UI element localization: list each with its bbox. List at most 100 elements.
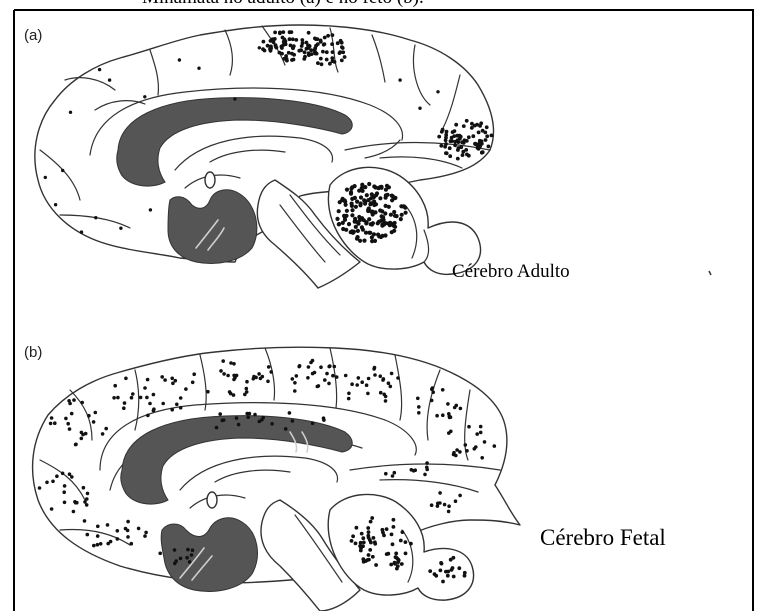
lesion-dot	[219, 369, 223, 373]
lesion-dot	[341, 227, 345, 231]
lesion-dot	[316, 61, 320, 65]
lesion-dot	[471, 134, 475, 138]
lesion-dot	[92, 420, 96, 424]
lesion-dot	[143, 386, 147, 390]
lesion-dot	[418, 107, 421, 110]
lesion-dot	[303, 55, 307, 59]
lesion-dot	[446, 402, 450, 406]
lesion-dot	[146, 378, 150, 382]
lesion-dot	[190, 553, 194, 557]
lesion-dot	[274, 45, 278, 49]
lesion-dot	[349, 190, 353, 194]
lesion-dot	[369, 541, 373, 545]
lesion-dot	[390, 194, 394, 198]
lesion-dot	[353, 184, 357, 188]
lesion-dot	[343, 198, 347, 202]
lesion-dot	[229, 361, 233, 365]
lesion-dot	[367, 530, 371, 534]
lesion-dot	[389, 385, 393, 389]
lesion-dot	[475, 432, 479, 436]
lesion-dot	[226, 374, 230, 378]
lesion-dot	[379, 391, 383, 395]
lesion-dot	[307, 51, 311, 55]
lesion-dot	[430, 399, 434, 403]
lesion-dot	[376, 186, 380, 190]
lesion-dot	[261, 47, 265, 51]
lesion-dot	[385, 552, 389, 556]
lesion-dot	[393, 196, 397, 200]
lesion-dot	[178, 58, 181, 61]
lesion-dot	[271, 37, 275, 41]
lesion-dot	[441, 413, 445, 417]
panel-a-label: Cérebro Adulto	[452, 261, 570, 282]
lesion-dot	[101, 432, 105, 436]
lesion-dot	[401, 530, 405, 534]
lesion-dot	[440, 562, 444, 566]
lesion-dot	[326, 34, 330, 38]
lesion-dot	[392, 210, 396, 214]
lesion-dot	[487, 145, 491, 149]
lesion-dot	[454, 454, 458, 458]
stray-mark	[709, 271, 711, 275]
lesion-dot	[280, 46, 284, 50]
lesion-dot	[350, 382, 354, 386]
lesion-dot	[258, 420, 262, 424]
lesion-dot	[399, 539, 403, 543]
lesion-dot	[353, 219, 357, 223]
lesion-dot	[390, 230, 394, 234]
lesion-dot	[152, 393, 156, 397]
lesion-dot	[69, 111, 72, 114]
lesion-dot	[146, 414, 150, 418]
lesion-dot	[479, 425, 483, 429]
lesion-dot	[446, 570, 450, 574]
lesion-dot	[380, 234, 384, 238]
lesion-dot	[458, 494, 462, 498]
lesion-dot	[281, 36, 285, 40]
lesion-dot	[382, 377, 386, 381]
lesion-dot	[436, 504, 440, 508]
lesion-dot	[314, 37, 318, 41]
lesion-dot	[300, 44, 304, 48]
lesion-dot	[345, 209, 349, 213]
lesion-dot	[359, 541, 363, 545]
lesion-dot	[403, 206, 407, 210]
lesion-dot	[392, 525, 396, 529]
lesion-dot	[483, 440, 487, 444]
lesion-dot	[80, 230, 83, 233]
lesion-dot	[280, 52, 284, 56]
lesion-dot	[124, 527, 128, 531]
lesion-dot	[453, 129, 457, 133]
lesion-dot	[307, 31, 311, 35]
lesion-dot	[339, 39, 343, 43]
lesion-dot	[325, 372, 329, 376]
lesion-dot	[455, 134, 459, 138]
lesion-dot	[323, 36, 327, 40]
lesion-dot	[430, 387, 434, 391]
lesion-dot	[235, 416, 239, 420]
lesion-dot	[410, 468, 414, 472]
lesion-dot	[122, 406, 126, 410]
lesion-dot	[416, 397, 420, 401]
lesion-dot	[269, 45, 273, 49]
lesion-dot	[51, 480, 55, 484]
lesion-dot	[206, 390, 210, 394]
lesion-dot	[392, 518, 396, 522]
lesion-dot	[303, 50, 307, 54]
lesion-dot	[63, 484, 67, 488]
lesion-dot	[347, 392, 351, 396]
lesion-dot	[119, 227, 122, 230]
lesion-dot	[327, 365, 331, 369]
lesion-dot	[456, 157, 460, 161]
lesion-dot	[449, 139, 453, 143]
lesion-dot	[396, 376, 400, 380]
lesion-dot	[367, 377, 371, 381]
lesion-dot	[229, 392, 233, 396]
lesion-dot	[353, 196, 357, 200]
lesion-dot	[425, 461, 429, 465]
lesion-dot	[330, 42, 334, 46]
lesion-dot	[218, 412, 222, 416]
lesion-dot	[293, 389, 297, 393]
lesion-dot	[458, 450, 462, 454]
fetal-cerebellum	[161, 518, 257, 592]
lesion-dot	[291, 377, 295, 381]
